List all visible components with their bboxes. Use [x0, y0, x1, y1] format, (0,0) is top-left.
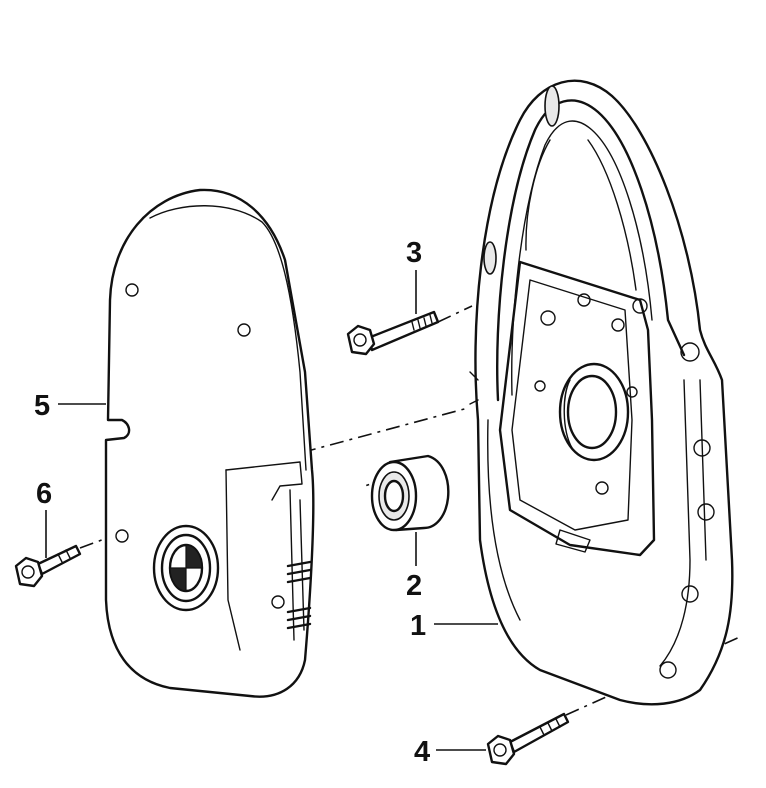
callout-5: 5: [34, 390, 50, 422]
callout-4: 4: [414, 736, 430, 768]
upper-bolt: [346, 310, 440, 356]
shaft-seal-ring: [370, 454, 450, 532]
callout-2: 2: [406, 570, 422, 602]
cover-ridges: [286, 560, 312, 630]
callout-1: 1: [410, 610, 426, 642]
timing-case-cover: [104, 188, 315, 698]
callout-6: 6: [36, 478, 52, 510]
callout-3: 3: [406, 237, 422, 269]
cover-bolt: [14, 544, 82, 588]
timing-case-housing: [469, 79, 734, 706]
leader-lines: [45, 270, 498, 751]
roundel-emblem: [152, 524, 220, 612]
lower-bolt: [486, 712, 570, 766]
